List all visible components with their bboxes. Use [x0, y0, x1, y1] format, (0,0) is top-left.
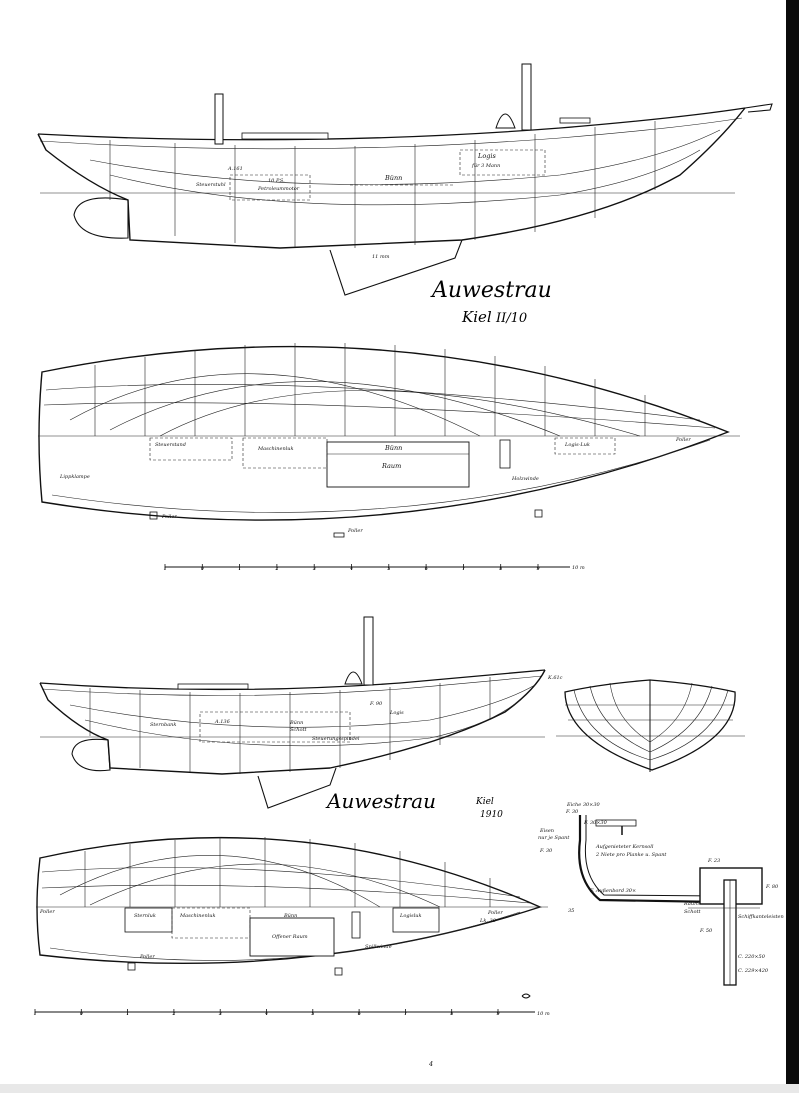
- scale-bar-2-tick-label: 6: [358, 1011, 362, 1017]
- signature-2-sub: Kiel: [475, 797, 494, 807]
- profile2-label-bow: K.61c: [547, 675, 563, 681]
- detail-f31: F. 30: [539, 848, 553, 854]
- footer-mark: 4: [428, 1060, 433, 1068]
- plan-label-poller: Poller: [161, 514, 177, 520]
- detail-n35: 35: [568, 908, 574, 914]
- signature-1: Auwestrau: [430, 278, 552, 303]
- plan2-label-sternluk: Sternluk: [134, 913, 156, 919]
- plan-label-holzwinde: Holzwinde: [511, 476, 539, 482]
- plan2-label-poller: Poller: [139, 954, 155, 960]
- scale-bar-1-tick-label: 8: [499, 566, 502, 572]
- plan2-label-bow-note: Lk. 30: [479, 918, 497, 924]
- plan-label-poller-bow: Poller: [675, 437, 691, 443]
- plan-label-steuerstand: Steuerstand: [155, 442, 186, 448]
- detail-f23: F. 23: [707, 858, 720, 864]
- plan-label-poller-mid: Poller: [347, 528, 363, 534]
- scale-bar-1-tick-label: 9: [537, 566, 541, 572]
- plan2-label-logisluk: Logisluk: [399, 913, 422, 919]
- profile-label-motor-sub: Petroleummotor: [257, 186, 300, 192]
- detail-top-label: Eiche 30×30: [566, 802, 601, 808]
- scale-bar-2-tick-label: 7: [404, 1011, 408, 1017]
- plan2-label-maschinenluk: Maschinenluk: [179, 913, 216, 919]
- scale-bar-1-tick-label: 5: [387, 566, 390, 572]
- detail-s30b: F. 30×30: [583, 820, 608, 826]
- scale-bar-1-tick-label: 2: [274, 566, 278, 572]
- scale-bar-2-tick-label: 0: [80, 1011, 84, 1017]
- detail-f80: F. 80: [765, 884, 779, 890]
- scale-bar-1-tick-label: 1: [238, 566, 241, 572]
- signature-block-1: Auwestrau Kiel II/10: [430, 278, 552, 326]
- detail-raum: Raum-: [683, 901, 701, 907]
- scale-bar-2-tick-label: 1: [126, 1011, 129, 1017]
- profile-label-bunk: Bünn: [384, 174, 402, 182]
- scale-bar-2-end: 10 m: [537, 1011, 550, 1017]
- profile-label-keel: 11 mm: [372, 254, 390, 260]
- profile2-label-f: F. 90: [369, 701, 383, 707]
- profile2-label-bunk: Bünn: [289, 720, 303, 726]
- scale-bar-1-end: 10 m: [572, 565, 585, 571]
- scale-bar-2-tick-label: 4: [264, 1011, 268, 1017]
- plan2-label-poller-bow: Poller: [487, 910, 503, 916]
- detail-raum-sub: Schott: [684, 909, 701, 915]
- scale-bar-2-tick-label: 5: [311, 1011, 314, 1017]
- scale-bar-2-tick-label: 9: [497, 1011, 501, 1017]
- scale-bar-2-tick-label: 3: [219, 1011, 222, 1017]
- body-plan: [556, 679, 745, 772]
- plan2-label-offener-raum: Offener Raum: [272, 934, 308, 940]
- detail-schiff: Schiffkanteleisten: [738, 914, 784, 920]
- detail-f50: F. 50: [699, 928, 713, 934]
- plan-label-raum: Raum: [381, 462, 401, 470]
- signature-1-scale: II/10: [495, 311, 527, 326]
- plan-view-2: Sternluk Maschinenluk Bünn Logisluk Offe…: [36, 836, 548, 976]
- plan2-label-poller-aft: Poller: [39, 909, 55, 915]
- detail-c200: C. 220×50: [738, 954, 766, 960]
- plan-label-maschinenluk: Maschinenluk: [257, 446, 294, 452]
- signature-2: Auwestrau: [325, 789, 436, 813]
- detail-c220: C. 229×420: [738, 968, 769, 974]
- scale-bar-2-tick-label: 8: [450, 1011, 453, 1017]
- profile-view-2: Logis Bünn Schott Steuerungsspindel Ster…: [39, 616, 563, 809]
- compass-mark-icon: [521, 993, 531, 999]
- scale-bar-2: 1 0 1 2 3 4 5 6 7 8 9 10 m: [34, 993, 550, 1017]
- section-detail: Eiche 30×30 F. 30 F. 30×30 Eisen nur je …: [538, 802, 784, 986]
- plan-label-logis-luk: Logis-Luk: [564, 442, 590, 448]
- scale-bar-1: 1 0 1 2 3 4 5 6 7 8 9 10 m: [164, 564, 585, 572]
- plan-view-1: Steuerstand Maschinenluk Bünn Raum Logis…: [38, 343, 740, 538]
- detail-note: Aufgenieteter Kernsoll: [595, 844, 654, 850]
- profile2-label-bunk-sub: Schott: [290, 727, 307, 733]
- plan-label-lippklampe: Lippklampe: [59, 474, 90, 480]
- detail-note-sub: 2 Niete pro Planke u. Spant: [595, 852, 667, 858]
- signature-2-year: 1910: [480, 810, 503, 820]
- scale-bar-1-tick-label: 6: [425, 566, 429, 572]
- scale-bar-2-tick-label: 1: [34, 1011, 37, 1017]
- scale-bar-1-tick-label: 4: [349, 566, 353, 572]
- detail-side-sub: nur je Spant: [538, 835, 570, 841]
- scale-bar-1-tick-label: 3: [313, 566, 316, 572]
- profile-label-motor: 10 P.S.: [268, 178, 285, 184]
- scale-bar-1-tick-label: 7: [462, 566, 466, 572]
- profile-label-logis: Logis: [477, 152, 496, 160]
- detail-s30: F. 30: [565, 809, 579, 815]
- profile2-label-mast: A.136: [214, 719, 231, 725]
- profile2-label-sternbank: Sternbank: [150, 722, 176, 728]
- binding-edge: [786, 0, 799, 1093]
- scale-bar-1-tick-label: 1: [164, 566, 167, 572]
- detail-side-label: Eisen: [539, 828, 554, 834]
- profile2-label-steering: Steuerungsspindel: [312, 736, 360, 742]
- plan2-label-spillwinde: Spillwinde: [365, 944, 392, 950]
- page-bottom-margin: [0, 1084, 799, 1093]
- plan-label-bunn: Bünn: [384, 444, 402, 452]
- profile-label-logis-sub: für 3 Mann: [471, 163, 500, 169]
- profile-view-1: Logis für 3 Mann 10 P.S. Petroleummotor …: [37, 63, 773, 296]
- signature-1-sub: Kiel: [461, 308, 492, 326]
- scale-bar-2-tick-label: 2: [171, 1011, 175, 1017]
- signature-block-2: Auwestrau Kiel 1910: [325, 789, 503, 820]
- profile2-label-logis: Logis: [389, 710, 404, 716]
- profile-label-stern: Steuerstuhl: [196, 182, 226, 188]
- scale-bar-1-tick-label: 0: [201, 566, 205, 572]
- detail-bottom-label: F. Außenbord 30×: [589, 888, 636, 894]
- plan2-label-bunn: Bünn: [283, 913, 297, 919]
- profile-label-mast: A.161: [227, 166, 243, 172]
